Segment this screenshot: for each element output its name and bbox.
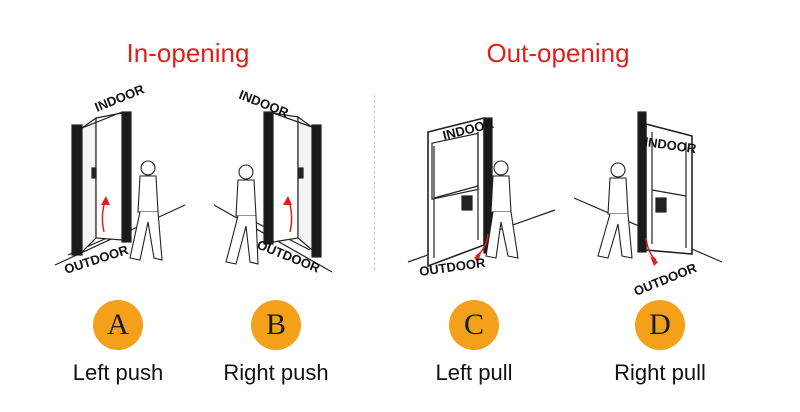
option-b-badge: B: [251, 300, 301, 350]
indoor-label-d: INDOOR: [644, 134, 698, 156]
person-icon: [485, 160, 519, 259]
option-a-caption: Left push: [72, 360, 164, 385]
option-c-badge: C: [449, 300, 499, 350]
option-d-caption: Right pull: [614, 360, 706, 385]
arrow-icon: [645, 237, 657, 261]
person-icon: [129, 160, 163, 261]
in-opening-heading: In-opening: [126, 38, 250, 68]
option-b-caption: Right push: [223, 360, 329, 385]
option-a-badge: A: [93, 300, 143, 350]
option-d-badge: D: [635, 300, 685, 350]
option-c-caption: Left pull: [435, 360, 513, 385]
person-icon: [597, 162, 633, 259]
outdoor-label-d: OUTDOOR: [632, 260, 700, 299]
section-divider: [374, 95, 375, 270]
out-opening-heading: Out-opening: [486, 38, 630, 68]
person-icon: [225, 164, 259, 265]
